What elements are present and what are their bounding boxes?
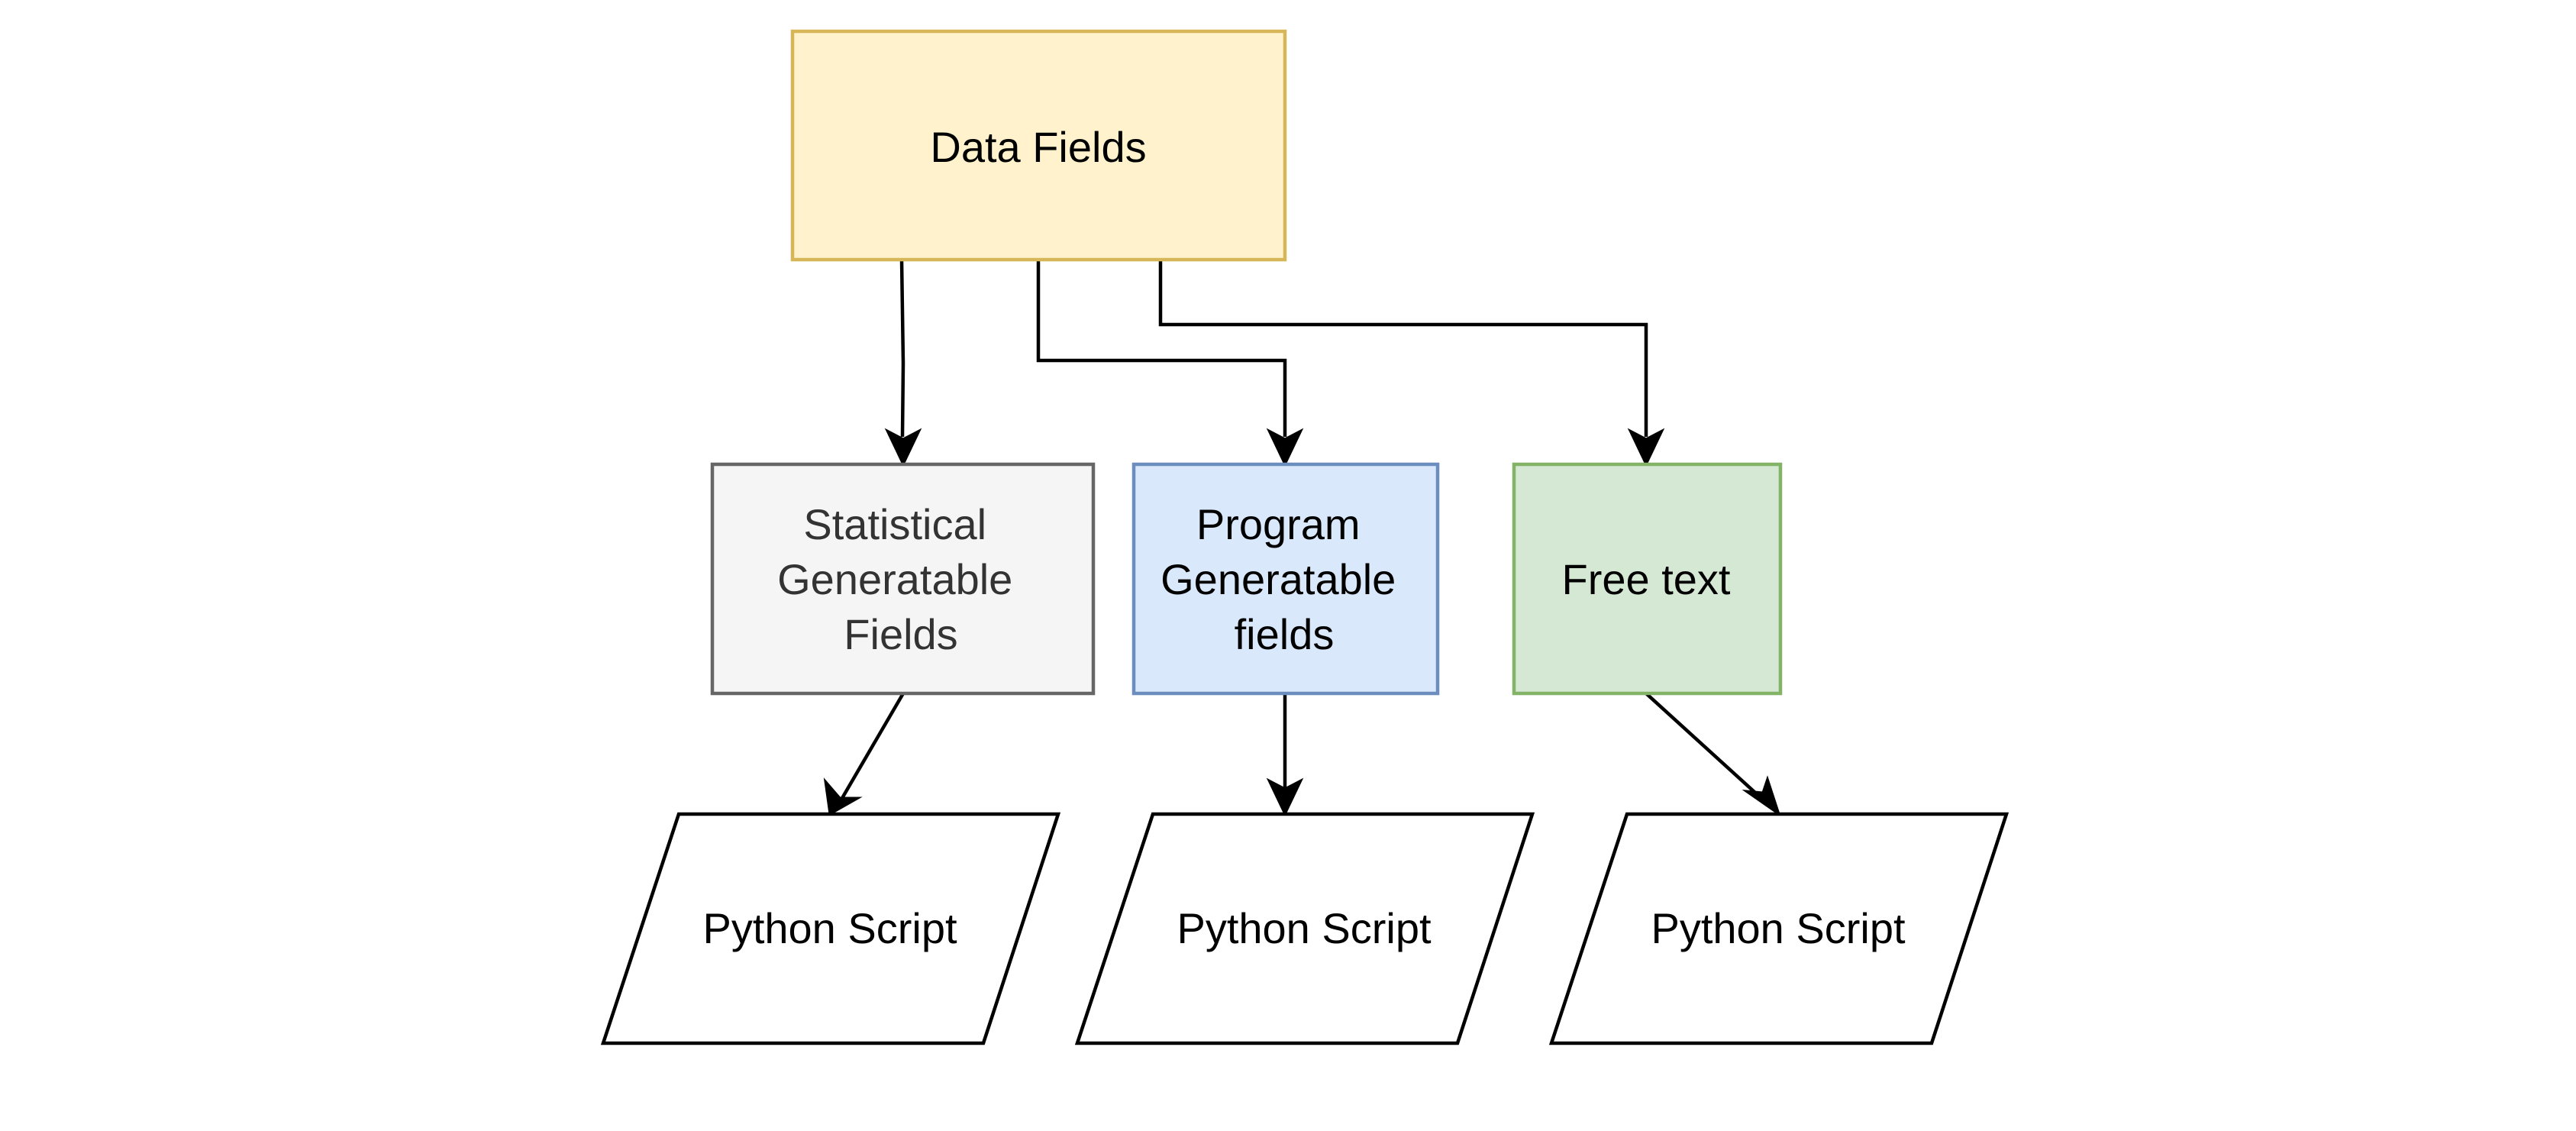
- edge-freetext-to-script3: [1645, 692, 1765, 802]
- node-program-line-2: Generatable: [1160, 555, 1396, 603]
- edge-datafields-to-program: [1036, 260, 1287, 437]
- edge-datafields-to-statistical: [899, 259, 905, 438]
- python-script-3-label: Python Script: [1651, 904, 1905, 952]
- node-free-text[interactable]: Free text: [1512, 462, 1783, 696]
- edges: [838, 259, 1765, 805]
- node-statistical-line-3: Fields: [844, 610, 957, 658]
- arrowhead-to-program: [1266, 428, 1304, 467]
- node-program-generatable-fields[interactable]: Program Generatable fields: [1131, 462, 1440, 696]
- python-script-1-shape: [600, 812, 1061, 1045]
- node-python-script-1[interactable]: Python Script: [600, 812, 1061, 1045]
- arrowheads: [823, 428, 1781, 817]
- python-script-2-shape: [1074, 812, 1535, 1045]
- edge-statistical-to-script1: [838, 692, 905, 805]
- node-python-script-3[interactable]: Python Script: [1548, 812, 2009, 1045]
- arrowhead-to-script1: [823, 777, 863, 816]
- node-statistical-generatable-fields[interactable]: Statistical Generatable Fields: [710, 462, 1096, 696]
- node-statistical-line-1: Statistical: [803, 500, 986, 548]
- python-script-3-shape: [1548, 812, 2009, 1045]
- node-statistical-box: [710, 462, 1096, 696]
- node-program-label: Program Generatable fields: [1160, 500, 1408, 658]
- edge-datafields-to-freetext: [1158, 260, 1648, 437]
- node-data-fields-box: [790, 29, 1287, 262]
- arrowhead-to-script2: [1266, 777, 1304, 817]
- node-free-text-label: Free text: [1562, 555, 1731, 603]
- arrowhead-to-statistical: [884, 428, 922, 467]
- node-data-fields[interactable]: Data Fields: [790, 29, 1287, 262]
- node-python-script-2[interactable]: Python Script: [1074, 812, 1535, 1045]
- node-statistical-label: Statistical Generatable Fields: [777, 500, 1025, 658]
- arrowhead-to-freetext: [1627, 428, 1665, 467]
- python-script-1-label: Python Script: [702, 904, 957, 952]
- node-data-fields-label: Data Fields: [930, 123, 1146, 171]
- node-program-box: [1131, 462, 1440, 696]
- arrowhead-to-script3: [1742, 775, 1781, 817]
- node-program-line-1: Program: [1196, 500, 1361, 548]
- node-program-line-3: fields: [1235, 610, 1335, 658]
- node-free-text-box: [1512, 462, 1783, 696]
- node-statistical-line-2: Generatable: [777, 555, 1012, 603]
- python-script-2-label: Python Script: [1177, 904, 1431, 952]
